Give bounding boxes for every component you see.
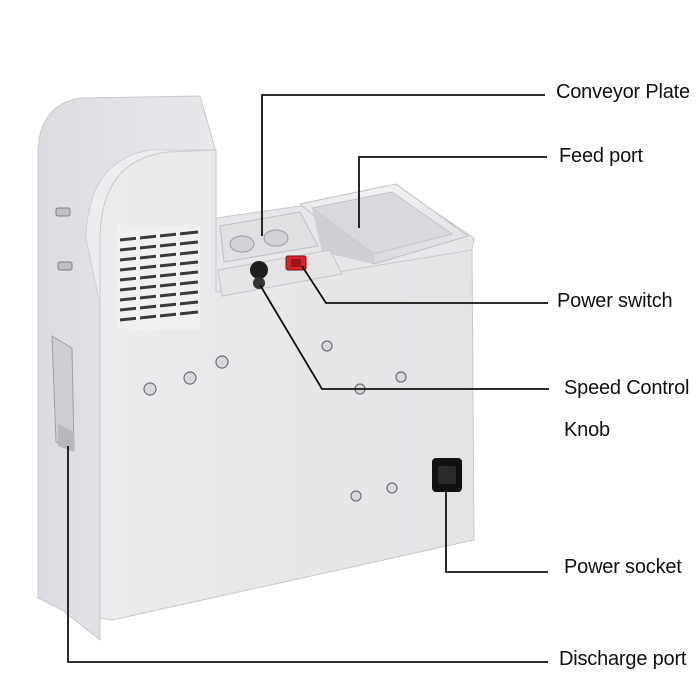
power-switch-rocker [291,259,301,267]
speed-control-knob-base [253,277,265,289]
leader-conveyor-plate [261,94,545,236]
label-discharge-port: Discharge port [559,648,687,670]
feed-port-opening [310,191,454,255]
label-feed-port: Feed port [559,145,643,167]
vent-grille [118,225,200,330]
label-speed-control-knob: Knob [564,419,610,441]
power-socket [432,458,462,492]
leader-feed-port [358,156,547,228]
leader-power-switch [301,265,548,304]
label-power-switch: Power switch [557,290,673,312]
leader-lines [67,94,549,663]
conveyor-roller-left [229,235,255,253]
speed-control-knob [250,261,268,279]
label-power-socket: Power socket [564,556,682,578]
side-screws [55,207,73,271]
leader-speed-control [259,284,549,390]
leader-discharge-port [67,446,548,663]
label-speed-control: Speed Control [564,377,690,399]
label-conveyor-plate: Conveyor Plate [556,81,690,103]
leader-power-socket [445,486,548,573]
discharge-port-chute [58,424,74,452]
conveyor-roller-right [263,229,289,247]
